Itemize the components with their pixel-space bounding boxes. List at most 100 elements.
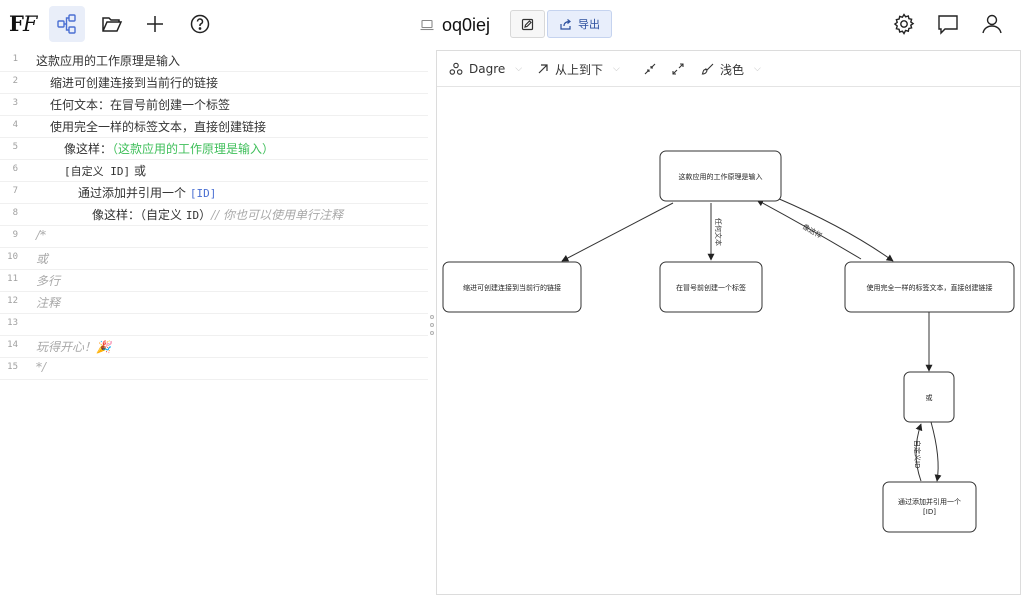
node-or[interactable]: 或 xyxy=(903,371,955,423)
line-number: 1 xyxy=(12,54,18,64)
open-file-button[interactable] xyxy=(94,6,130,42)
chevron-down-icon: ⌵ xyxy=(754,64,761,74)
new-document-button[interactable] xyxy=(137,6,173,42)
direction-select[interactable]: 从上到下 ⌵ xyxy=(537,59,620,79)
expand-icon xyxy=(672,63,684,75)
account-button[interactable] xyxy=(974,6,1010,42)
svg-text:在冒号前创建一个标签: 在冒号前创建一个标签 xyxy=(676,283,746,292)
editor-line[interactable]: 2 缩进可创建连接到当前行的链接 xyxy=(0,72,428,94)
chevron-down-icon: ⌵ xyxy=(613,64,620,74)
editor-line[interactable]: 7 通过添加并引用一个 [ID] xyxy=(0,182,428,204)
line-text: 或 xyxy=(36,252,49,266)
svg-text:这款应用的工作原理是输入: 这款应用的工作原理是输入 xyxy=(679,172,763,181)
help-button[interactable] xyxy=(182,6,218,42)
svg-text:通过添加并引用一个: 通过添加并引用一个 xyxy=(898,497,961,506)
plus-icon xyxy=(147,16,163,32)
theme-select[interactable]: 浅色 ⌵ xyxy=(701,59,761,79)
editor-line[interactable]: 11 多行 xyxy=(0,270,428,292)
arrow-up-right-icon xyxy=(538,64,548,74)
node-same-label-link[interactable]: 使用完全一样的标签文本，直接创建链接 xyxy=(844,261,1015,313)
line-text: 使用完全一样的标签文本，直接创建链接 xyxy=(50,120,267,134)
line-text: 通过添加并引用一个 [ID] xyxy=(78,186,217,200)
graph-toolbar: Dagre ⌵ 从上到下 ⌵ 浅色 ⌵ xyxy=(437,51,1020,87)
editor-line[interactable]: 12 注释 xyxy=(0,292,428,314)
rename-button[interactable] xyxy=(510,10,545,38)
folder-open-icon xyxy=(102,17,123,32)
line-number: 4 xyxy=(12,120,18,130)
export-button[interactable]: 导出 xyxy=(547,10,612,38)
edge-label-custom-id: 自定义ID xyxy=(913,440,922,468)
editor-line[interactable]: 15 */ xyxy=(0,358,428,380)
editor-line[interactable]: 8 像这样：（自定义 ID）// 你也可以使用单行注释 xyxy=(0,204,428,226)
line-number: 7 xyxy=(12,186,18,196)
layout-nodes-icon xyxy=(449,62,463,75)
message-icon xyxy=(938,15,958,35)
line-number: 2 xyxy=(12,76,18,86)
edge-label-like-this: 像这样 xyxy=(801,222,824,240)
line-number: 15 xyxy=(7,362,18,372)
document-title-area: oq0iej xyxy=(420,14,490,36)
line-text: [自定义 ID] 或 xyxy=(64,164,146,178)
document-title[interactable]: oq0iej xyxy=(442,14,491,35)
line-number: 8 xyxy=(12,208,18,218)
flowchart-canvas[interactable]: 任何文本 像这样 自定义ID 这款应用的工作原理是输入 缩进可创建连接到当前行的… xyxy=(437,88,1020,594)
line-text: /* xyxy=(36,228,47,242)
editor-line[interactable]: 3 任何文本：在冒号前创建一个标签 xyxy=(0,94,428,116)
node-add-id[interactable]: 通过添加并引用一个 [ID] xyxy=(882,481,977,533)
expand-button[interactable] xyxy=(672,59,684,79)
panel-resize-handle[interactable] xyxy=(428,315,436,335)
line-number: 9 xyxy=(12,230,18,240)
line-number: 13 xyxy=(7,318,18,328)
line-text: 注释 xyxy=(36,296,61,310)
line-text: 像这样：（自定义 ID）// 你也可以使用单行注释 xyxy=(92,208,343,222)
edge-n3-root xyxy=(756,199,862,260)
flowchart-icon xyxy=(57,14,76,34)
share-icon xyxy=(560,18,571,30)
chevron-down-icon: ⌵ xyxy=(515,64,523,74)
line-text: 缩进可创建连接到当前行的链接 xyxy=(50,76,219,90)
line-text: 玩得开心！🎉 xyxy=(36,340,111,354)
feedback-button[interactable] xyxy=(930,6,966,42)
line-text: 多行 xyxy=(36,274,61,288)
svg-text:[ID]: [ID] xyxy=(923,508,936,516)
editor-line[interactable]: 9 /* xyxy=(0,226,428,248)
editor-line[interactable]: 1 这款应用的工作原理是输入 xyxy=(0,50,428,72)
top-bar: FF oq0iej xyxy=(0,0,1024,50)
svg-text:使用完全一样的标签文本，直接创建链接: 使用完全一样的标签文本，直接创建链接 xyxy=(867,283,993,292)
edge-n5-n4 xyxy=(915,423,923,482)
line-number: 6 xyxy=(12,164,18,174)
compact-button[interactable] xyxy=(644,59,656,79)
export-label: 导出 xyxy=(578,18,600,31)
brush-icon xyxy=(701,63,714,75)
editor-line[interactable]: 5 像这样：（这款应用的工作原理是输入） xyxy=(0,138,428,160)
graph-edges xyxy=(561,197,942,482)
editor-line[interactable]: 14 玩得开心！🎉 xyxy=(0,336,428,358)
settings-button[interactable] xyxy=(886,6,922,42)
svg-text:缩进可创建连接到当前行的链接: 缩进可创建连接到当前行的链接 xyxy=(463,283,561,292)
theme-value: 浅色 xyxy=(720,62,745,77)
line-number: 12 xyxy=(7,296,18,306)
line-text: 像这样：（这款应用的工作原理是输入） xyxy=(64,142,275,156)
line-number: 10 xyxy=(7,252,18,262)
collapse-icon xyxy=(644,63,656,75)
direction-value: 从上到下 xyxy=(555,62,604,77)
node-label-before-colon[interactable]: 在冒号前创建一个标签 xyxy=(659,261,763,313)
laptop-icon xyxy=(420,19,434,31)
target-label: （这款应用的工作原理是输入） xyxy=(112,142,275,156)
gear-icon xyxy=(893,13,915,35)
line-number: 14 xyxy=(7,340,18,350)
graph-view-button[interactable] xyxy=(49,6,85,42)
node-root[interactable]: 这款应用的工作原理是输入 xyxy=(659,150,782,202)
editor-line[interactable]: 6 [自定义 ID] 或 xyxy=(0,160,428,182)
edit-icon xyxy=(521,18,534,30)
node-indent-link[interactable]: 缩进可创建连接到当前行的链接 xyxy=(442,261,582,313)
line-number: 5 xyxy=(12,142,18,152)
layout-select[interactable]: Dagre ⌵ xyxy=(449,59,522,79)
code-editor[interactable]: 1 这款应用的工作原理是输入 2 缩进可创建连接到当前行的链接 3 任何文本：在… xyxy=(0,50,428,596)
layout-value: Dagre xyxy=(469,62,506,76)
editor-line[interactable]: 4 使用完全一样的标签文本，直接创建链接 xyxy=(0,116,428,138)
editor-line[interactable]: 10 或 xyxy=(0,248,428,270)
inline-comment: // 你也可以使用单行注释 xyxy=(211,208,343,222)
editor-line[interactable]: 13 xyxy=(0,314,428,336)
app-logo[interactable]: FF xyxy=(9,11,37,36)
